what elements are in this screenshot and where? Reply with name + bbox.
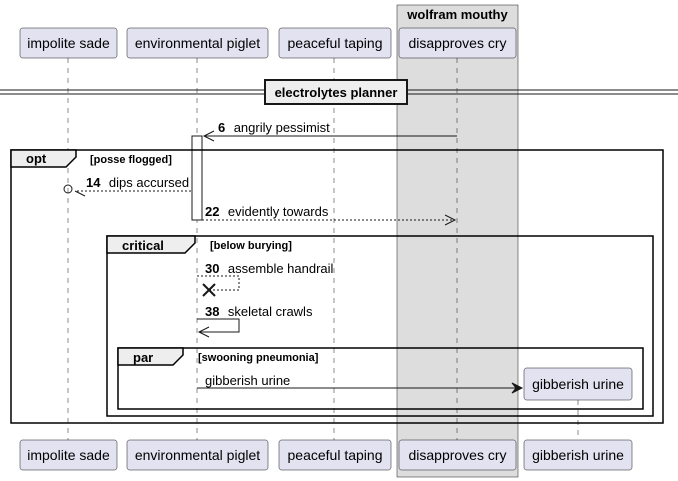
fragment-guard: [posse flogged]	[90, 154, 172, 166]
participant-environmental-piglet-bottom: environmental piglet	[126, 439, 269, 471]
participant-label: environmental piglet	[135, 447, 260, 463]
message-number: 30	[205, 261, 219, 276]
fragment-keyword: critical	[122, 238, 164, 253]
svg-text:30 assemble handrail: 30 assemble handrail	[205, 260, 334, 277]
svg-text:38 skeletal crawls: 38 skeletal crawls	[205, 303, 313, 320]
fragment-keyword: opt	[26, 151, 47, 166]
participant-group-title: wolfram mouthy	[406, 7, 508, 22]
participant-gibberish-urine-bottom: gibberish urine	[523, 439, 633, 471]
participant-impolite-sade-bottom: impolite sade	[19, 439, 118, 471]
participant-label: peaceful taping	[288, 447, 383, 463]
participant-label: disapproves cry	[408, 35, 506, 51]
svg-text:6 angrily pessimist: 6 angrily pessimist	[218, 119, 330, 136]
participant-disapproves-cry-bottom: disapproves cry	[398, 439, 517, 471]
message-22: 22 evidently towards	[202, 203, 457, 226]
participant-label: impolite sade	[27, 35, 110, 51]
fragment-par: par [swooning pneumonia]	[117, 347, 644, 410]
message-create: gibberish urine	[197, 373, 524, 394]
message-label: dips accursed	[109, 175, 189, 190]
activation-bar	[191, 135, 203, 221]
fragment-guard: [swooning pneumonia]	[198, 352, 319, 364]
participant-peaceful-taping-bottom: peaceful taping	[278, 439, 392, 471]
participant-disapproves-cry-top: disapproves cry	[398, 27, 517, 59]
message-38: 38 skeletal crawls	[197, 303, 313, 338]
participant-label: disapproves cry	[408, 447, 506, 463]
divider: electrolytes planner	[0, 79, 678, 105]
participant-label: environmental piglet	[135, 35, 260, 51]
message-label: gibberish urine	[205, 373, 290, 388]
message-label: evidently towards	[228, 204, 329, 219]
message-label: skeletal crawls	[228, 304, 313, 319]
participant-group-box: wolfram mouthy	[396, 4, 519, 478]
message-label: angrily pessimist	[234, 120, 330, 135]
participant-impolite-sade-top: impolite sade	[19, 27, 118, 59]
message-number: 38	[205, 304, 219, 319]
message-6: 6 angrily pessimist	[202, 119, 457, 142]
participant-gibberish-urine-created: gibberish urine	[523, 367, 633, 401]
divider-label: electrolytes planner	[275, 85, 398, 100]
message-14: 14 dips accursed	[63, 174, 191, 197]
participant-label: gibberish urine	[532, 376, 624, 392]
fragment-keyword: par	[133, 350, 153, 365]
svg-text:22 evidently towards: 22 evidently towards	[205, 203, 329, 220]
svg-text:14 dips accursed: 14 dips accursed	[86, 174, 189, 191]
fragment-guard: [below burying]	[210, 240, 292, 252]
message-number: 6	[218, 120, 225, 135]
participant-label: gibberish urine	[532, 447, 624, 463]
message-number: 14	[86, 175, 101, 190]
participant-label: impolite sade	[27, 447, 110, 463]
fragment-opt: opt [posse flogged]	[10, 149, 664, 424]
participant-label: peaceful taping	[288, 35, 383, 51]
message-number: 22	[205, 204, 219, 219]
participant-peaceful-taping-top: peaceful taping	[278, 27, 392, 59]
fragment-critical: critical [below burying]	[106, 235, 654, 417]
participant-environmental-piglet-top: environmental piglet	[126, 27, 269, 59]
message-30: 30 assemble handrail	[197, 260, 334, 297]
message-label: assemble handrail	[228, 261, 334, 276]
